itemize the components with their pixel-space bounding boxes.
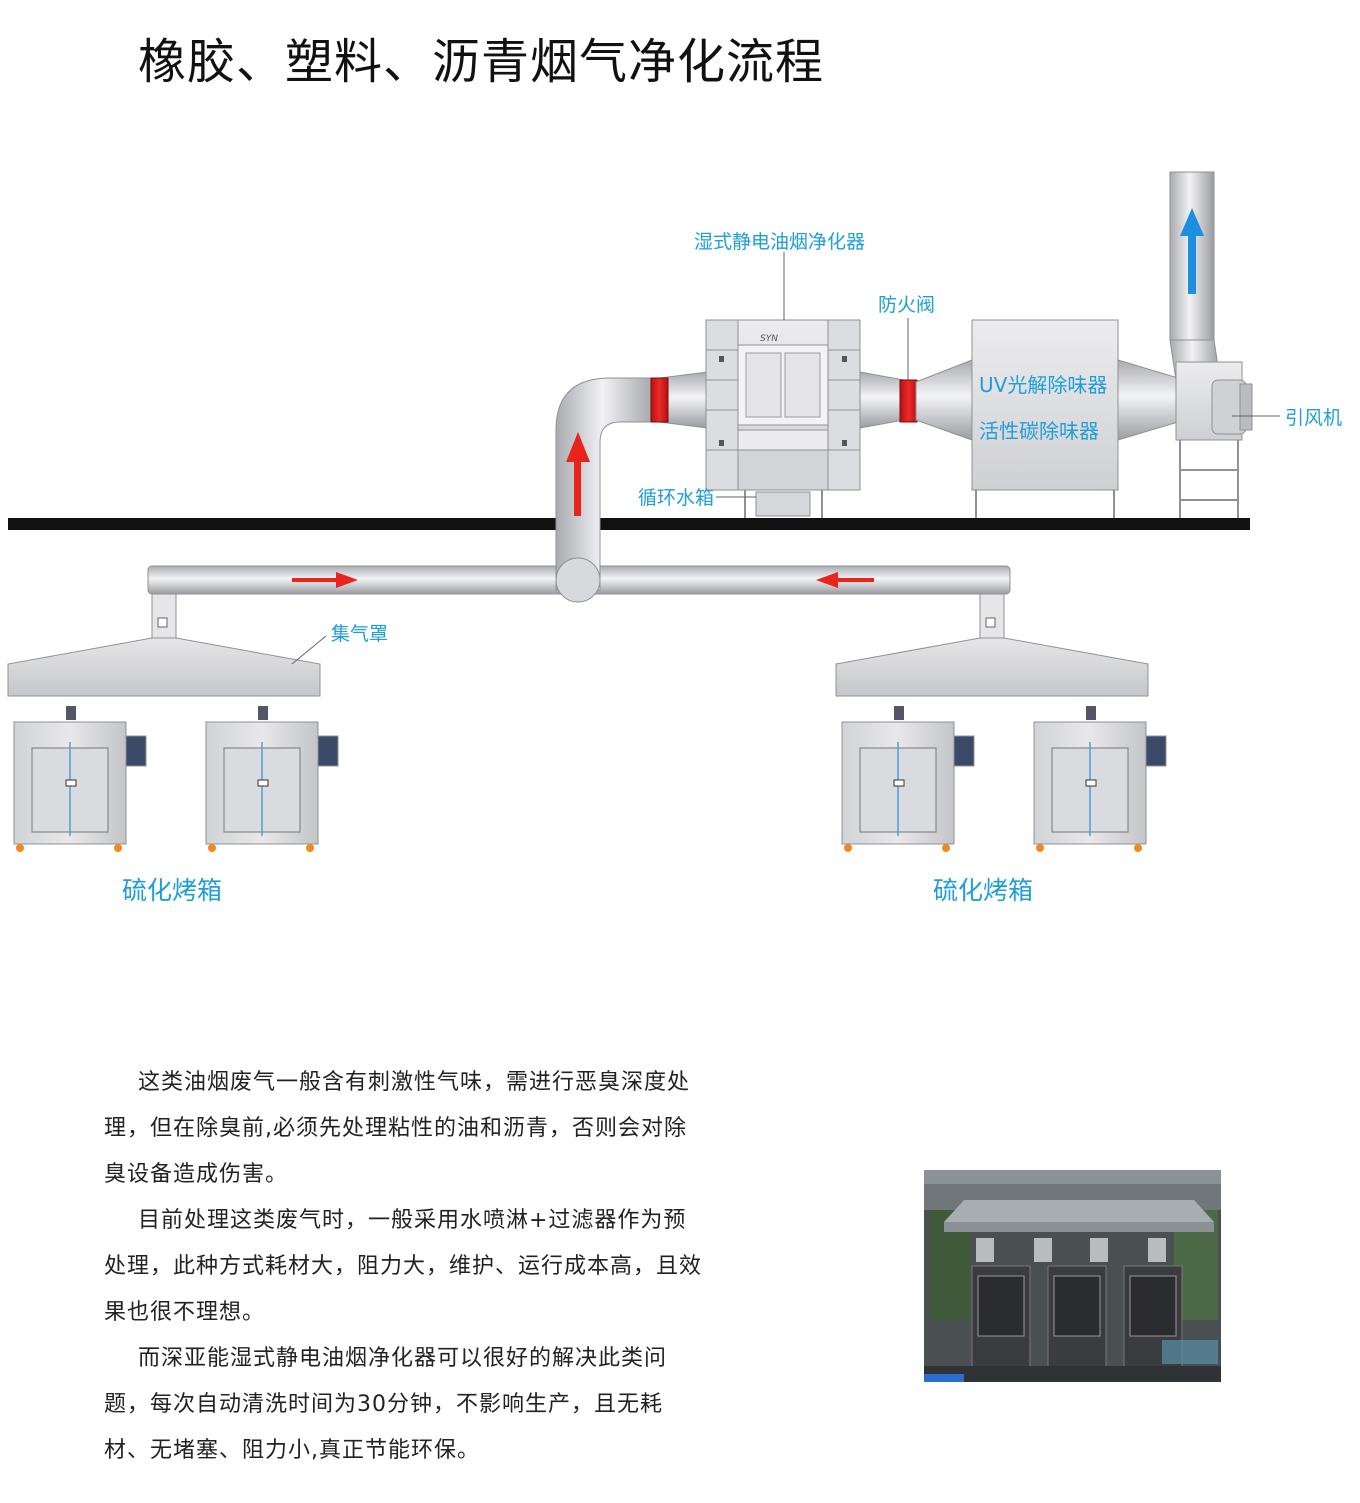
label-uv: UV光解除味器: [979, 373, 1107, 397]
description-paragraph-1: 这类油烟废气一般含有刺激性气味，需进行恶臭深度处理，但在除臭前,必须先处理粘性的…: [104, 1070, 691, 1187]
label-carbon: 活性碳除味器: [979, 419, 1099, 443]
factory-photo: [924, 1170, 1221, 1382]
label-oven-right: 硫化烤箱: [933, 876, 1033, 905]
description-text: 这类油烟废气一般含有刺激性气味，需进行恶臭深度处理，但在除臭前,必须先处理粘性的…: [104, 1060, 704, 1474]
fan-inlet-duct: [1117, 359, 1179, 441]
page-title: 橡胶、塑料、沥青烟气净化流程: [138, 34, 825, 90]
hood-right: [835, 593, 1149, 697]
outlet-transition: [859, 371, 905, 429]
hood-leader: [291, 635, 327, 665]
floor-line: [8, 518, 1250, 530]
hood-left: [7, 593, 321, 697]
oven-2: [205, 706, 339, 852]
riser-joint: [555, 557, 601, 603]
inlet-damper: [650, 377, 669, 423]
label-oven-left: 硫化烤箱: [122, 876, 222, 905]
uv-inlet-duct: [915, 359, 973, 441]
purifier-logo: SYN: [760, 334, 778, 344]
fire-damper: [899, 379, 918, 423]
description-paragraph-3: 而深亚能湿式静电油烟净化器可以很好的解决此类问题，每次自动清洗时间为30分钟，不…: [104, 1346, 668, 1463]
process-flow-diagram: SYN: [7, 171, 1342, 905]
flow-arrow-up: [566, 432, 590, 516]
description-paragraph-2: 目前处理这类废气时，一般采用水喷淋+过滤器作为预处理，此种方式耗材大，阻力大，维…: [104, 1208, 703, 1325]
flow-arrow-stack: [1180, 208, 1204, 294]
label-hood: 集气罩: [331, 623, 388, 645]
oven-3: [841, 706, 975, 852]
label-water-tank: 循环水箱: [638, 487, 714, 509]
wet-esp-purifier: [705, 319, 861, 518]
label-fan: 引风机: [1285, 407, 1342, 429]
riser-duct: [555, 377, 661, 591]
flow-arrow-left: [816, 572, 874, 588]
oven-4: [1033, 706, 1167, 852]
flow-arrow-right: [292, 572, 358, 588]
oven-1: [13, 706, 147, 852]
uv-carbon-box: [971, 319, 1119, 518]
label-fire-valve: 防火阀: [878, 294, 935, 316]
label-purifier: 湿式静电油烟净化器: [694, 231, 865, 253]
induced-draft-fan: [1169, 171, 1253, 518]
water-tank: [755, 491, 811, 517]
